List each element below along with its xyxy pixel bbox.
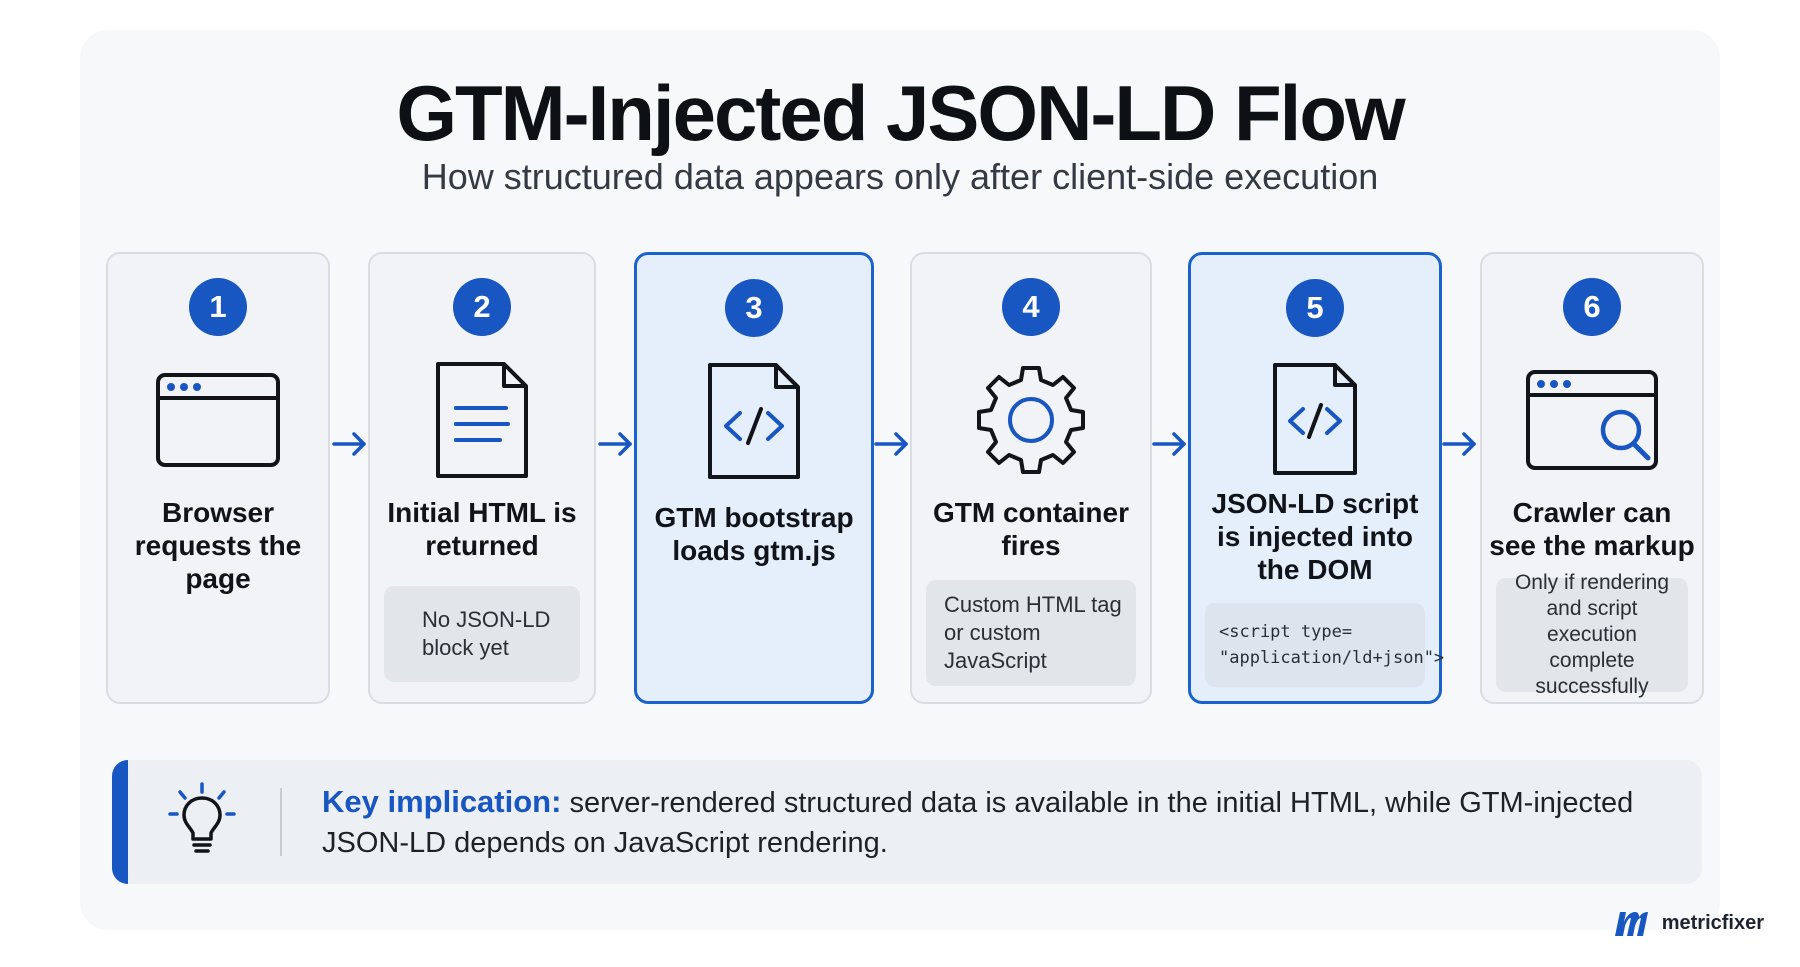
- step-label: JSON-LD script is injected into the DOM: [1211, 488, 1419, 585]
- page-title: GTM-Injected JSON-LD Flow: [396, 69, 1405, 157]
- browser-search-icon: [1522, 360, 1662, 480]
- brand-name: metricfixer: [1661, 911, 1764, 934]
- step-card-5: 5 JSON-LD script is injected into the DO…: [1188, 252, 1444, 704]
- gear-icon: [961, 360, 1101, 480]
- callout-text: Key implication: server-rendered structu…: [322, 782, 1662, 863]
- step-card-6: 6 Crawler can see the markup Only if ren…: [1480, 252, 1704, 704]
- browser-window-icon: [148, 360, 288, 480]
- step-label: Browser requests the page: [134, 497, 302, 594]
- callout-divider: [280, 788, 282, 856]
- brand-logo: metricfixer: [1612, 908, 1764, 938]
- step-number-badge: 4: [1002, 278, 1060, 336]
- step-label: Crawler can see the markup: [1489, 497, 1695, 561]
- step-note: No JSON-LD block yet: [384, 586, 580, 682]
- step-label: GTM container fires: [932, 497, 1129, 561]
- step-note: Only if rendering and script execution c…: [1496, 571, 1688, 698]
- step-card-3: 3 GTM bootstrap loads gtm.js: [634, 252, 874, 704]
- arrow-right-icon: [596, 428, 636, 460]
- step-code-note: <script type= "application/ld+json">: [1205, 603, 1444, 687]
- code-file-icon: [1245, 361, 1385, 481]
- step-label: Initial HTML is returned: [387, 497, 577, 561]
- step-number-badge: 2: [453, 278, 511, 336]
- page-subtitle: How structured data appears only after c…: [421, 156, 1379, 197]
- callout-accent-bar: [112, 760, 128, 884]
- step-card-1: 1 Browser requests the page: [106, 252, 330, 704]
- key-implication-callout: Key implication: server-rendered structu…: [112, 760, 1702, 884]
- step-note: Custom HTML tag or custom JavaScript: [926, 580, 1136, 686]
- step-number-badge: 6: [1563, 278, 1621, 336]
- arrow-right-icon: [1150, 428, 1190, 460]
- metricfixer-logo-icon: [1612, 908, 1652, 938]
- arrow-right-icon: [330, 428, 370, 460]
- callout-body: server-rendered structured data is avail…: [322, 787, 1634, 859]
- step-card-4: 4 GTM container fires Custom HTML tag or…: [910, 252, 1152, 704]
- step-label: GTM bootstrap loads gtm.js: [654, 502, 854, 566]
- step-number-badge: 1: [189, 278, 247, 336]
- step-card-2: 2 Initial HTML is returned No JSON-LD bl…: [368, 252, 596, 704]
- arrow-right-icon: [1440, 428, 1480, 460]
- lightbulb-icon: [164, 782, 240, 862]
- document-icon: [412, 360, 552, 480]
- callout-key-label: Key implication:: [322, 784, 562, 819]
- code-file-icon: [684, 361, 824, 481]
- arrow-right-icon: [872, 428, 912, 460]
- step-number-badge: 5: [1286, 279, 1344, 337]
- step-number-badge: 3: [725, 279, 783, 337]
